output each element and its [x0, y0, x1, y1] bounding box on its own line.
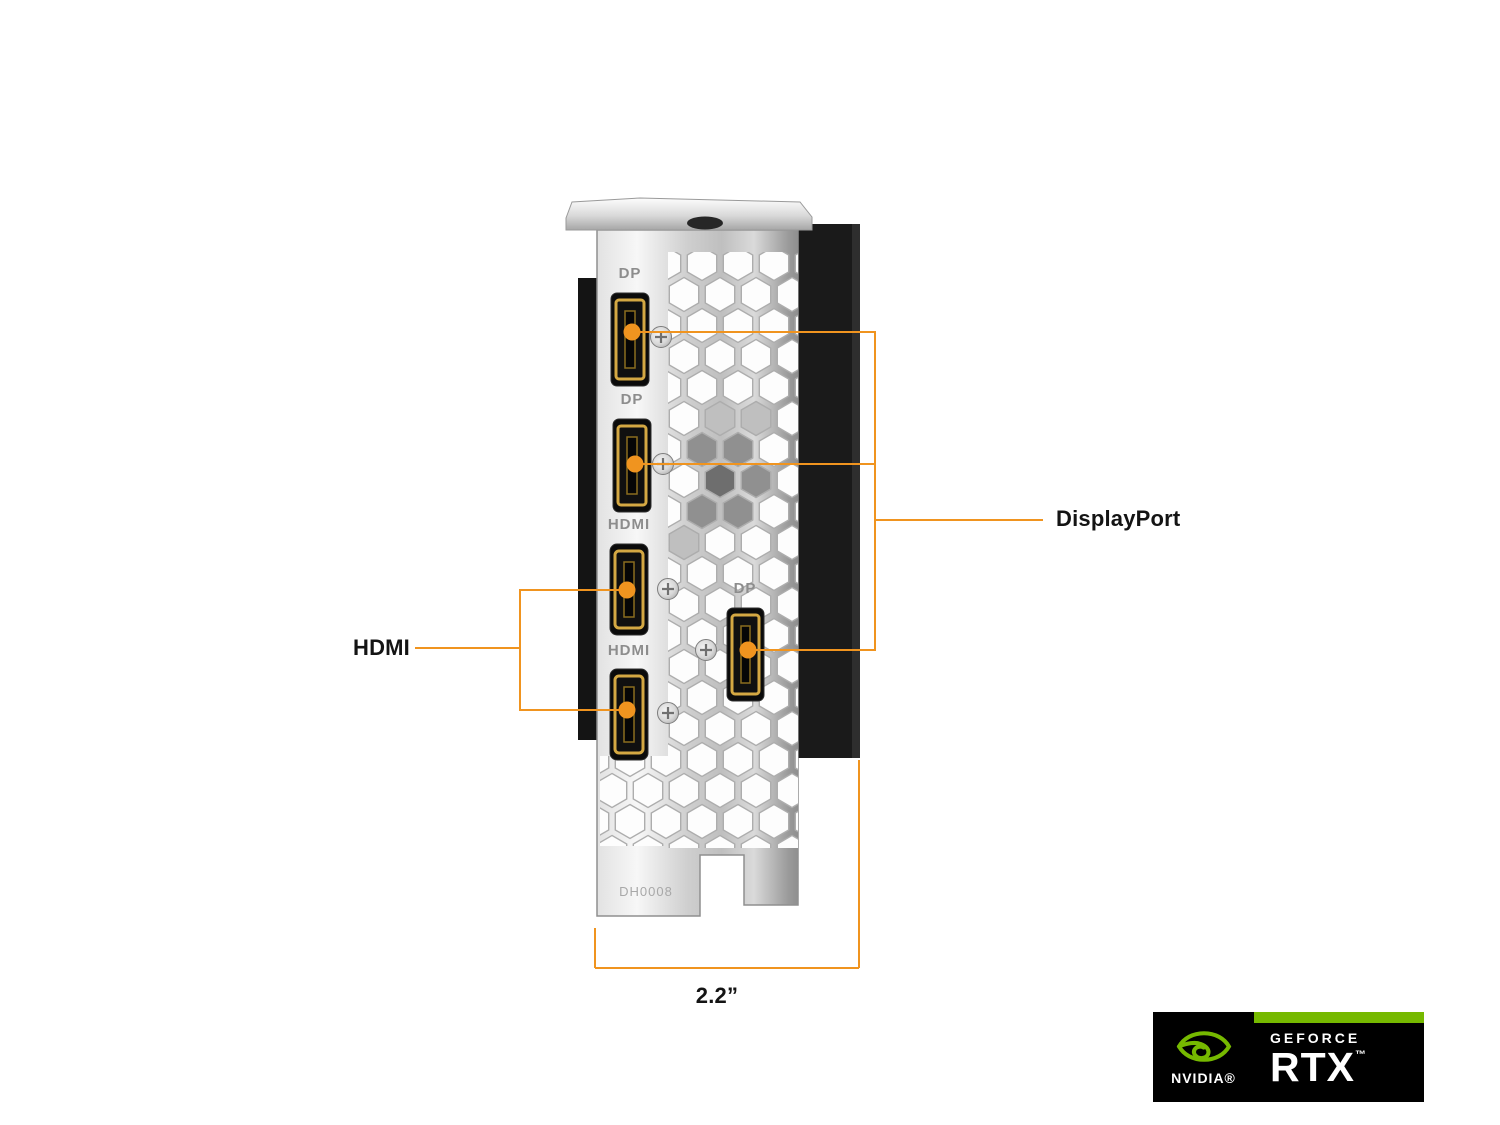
nvidia-logo-block: NVIDIA® [1153, 1012, 1254, 1102]
vent-pattern [600, 252, 798, 848]
card-shroud [578, 224, 860, 758]
dp-port-2-label: DP [621, 391, 644, 408]
screw [657, 702, 679, 724]
dimension-lines [594, 760, 860, 969]
screw [657, 578, 679, 600]
screw-slot [687, 216, 723, 230]
dimension-label: 2.2” [695, 983, 739, 1008]
displayport-callout-label: DisplayPort [1056, 506, 1181, 531]
hdmi-port-1-label: HDMI [608, 516, 650, 533]
screw [650, 326, 672, 348]
vent-shadow-hexes [668, 400, 772, 561]
bracket-flange [565, 197, 813, 231]
bracket-code: DH0008 [619, 884, 673, 899]
callout-lines [415, 331, 1043, 711]
nvidia-eye-icon [1176, 1031, 1231, 1062]
nvidia-rtx-badge: NVIDIA® GEFORCE RTX™ [1153, 1012, 1424, 1102]
hdmi-callout-label: HDMI [352, 635, 410, 660]
dp-port-3-label: DP [734, 580, 757, 597]
nvidia-wordmark: NVIDIA® [1171, 1070, 1236, 1086]
dp-port-1-label: DP [619, 265, 642, 282]
rtx-label: RTX™ [1270, 1044, 1424, 1090]
port-labels: DP DP HDMI DP HDMI [608, 265, 757, 659]
rtx-text: RTX [1270, 1044, 1355, 1090]
hdmi-port-2-label: HDMI [608, 642, 650, 659]
trademark-symbol: ™ [1355, 1049, 1366, 1061]
green-accent-bar [1254, 1012, 1424, 1023]
screw [695, 639, 717, 661]
card-edge-left [578, 278, 598, 740]
geforce-rtx-block: GEFORCE RTX™ [1254, 1012, 1424, 1102]
geforce-label: GEFORCE [1270, 1030, 1361, 1046]
